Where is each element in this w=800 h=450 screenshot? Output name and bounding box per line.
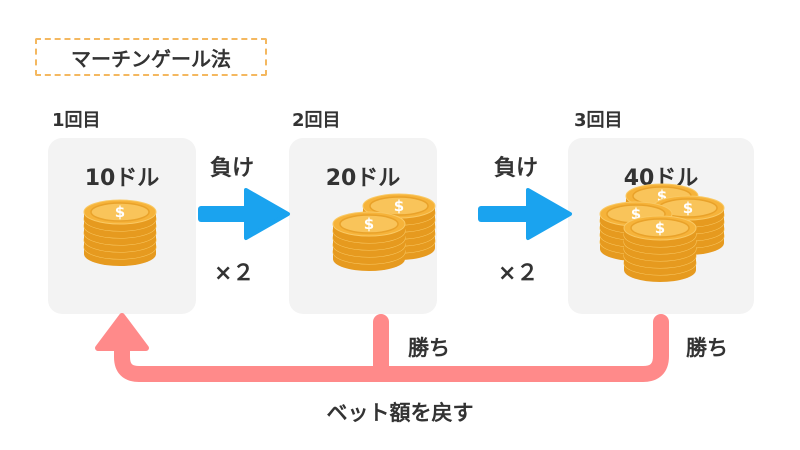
win-label-1: 勝ち (408, 336, 450, 360)
dollar-icon: $ (394, 197, 404, 215)
win-label-2: 勝ち (686, 336, 728, 360)
transition-2-multiplier: ×２ (498, 261, 539, 286)
round-1-label: 1回目 (52, 110, 101, 131)
dollar-icon: $ (657, 187, 667, 205)
transition-2-result: 負け (494, 156, 539, 181)
arrow-right-icon (478, 188, 572, 240)
coin-stacks-icon: $ $ (332, 193, 436, 271)
return-arrowhead (95, 313, 149, 351)
round-2-label: 2回目 (292, 110, 341, 131)
round-1-amount: 10ドル (84, 166, 160, 191)
transition-1-multiplier: ×２ (214, 261, 255, 286)
arrow-right-icon (198, 188, 290, 240)
round-2-card: 20ドル $ $ (289, 138, 437, 314)
dollar-icon: $ (683, 199, 693, 217)
diagram-title: マーチンゲール法 (35, 38, 267, 76)
return-arrow-icon (114, 314, 669, 382)
coin-stack-1: $ (83, 199, 157, 266)
coin-stack-icon: $ (83, 199, 157, 266)
return-label: ベット額を戻す (326, 401, 474, 425)
dollar-icon: $ (115, 203, 125, 221)
round-2-amount: 20ドル (325, 166, 401, 191)
dollar-icon: $ (655, 219, 665, 237)
coin-stacks-icon: $ $ $ $ (599, 183, 725, 282)
dollar-icon: $ (364, 215, 374, 233)
round-3-card: 40ドル $ $ $ $ (568, 138, 754, 314)
round-3-label: 3回目 (574, 110, 623, 131)
dollar-icon: $ (631, 205, 641, 223)
round-1-card: 10ドル $ (48, 138, 196, 314)
transition-1-result: 負け (210, 156, 255, 181)
